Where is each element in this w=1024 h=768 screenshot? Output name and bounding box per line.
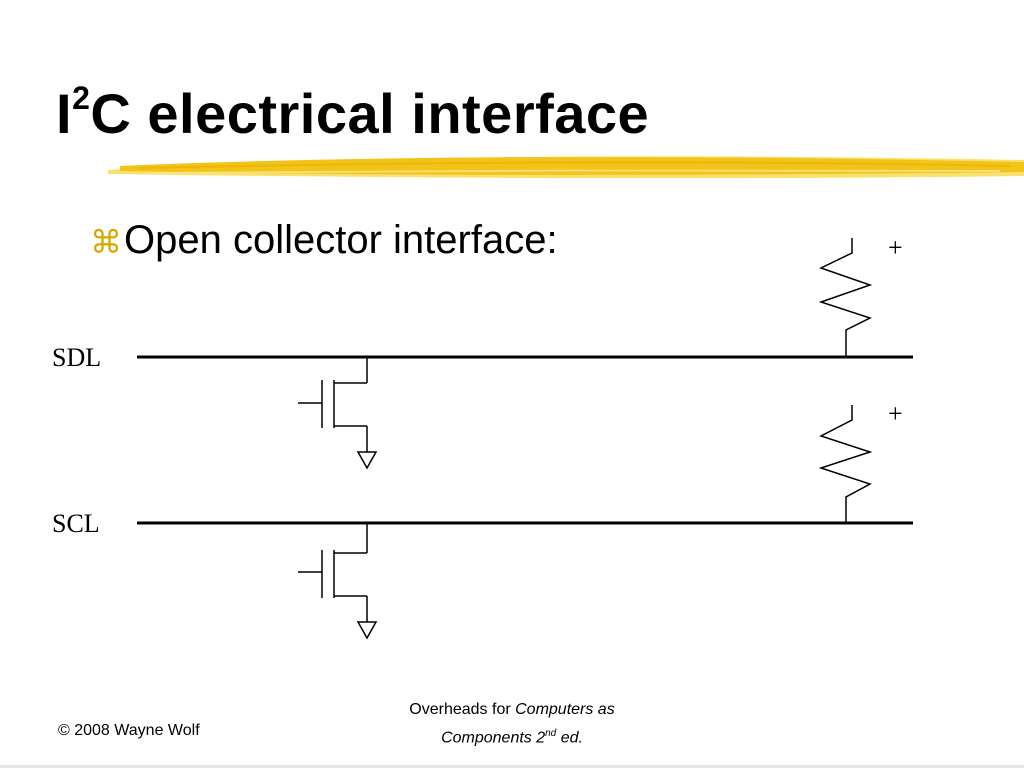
bullet-text: Open collector interface:	[124, 218, 558, 262]
footer-book-title-line1: Computers as	[515, 701, 615, 718]
footer-edition-suffix: ed.	[556, 729, 583, 747]
footer-book-credit: Overheads for Computers as Components 2n…	[352, 698, 672, 750]
scl-transistor	[298, 523, 378, 640]
title-prefix: I	[56, 82, 73, 145]
scl-pullup-resistor	[818, 405, 873, 522]
slide-title: I2C electrical interface	[56, 78, 649, 158]
title-superscript: 2	[72, 80, 91, 116]
sdl-label: SDL	[52, 343, 101, 372]
footer-overheads-prefix: Overheads for	[409, 701, 516, 718]
footer-edition-sup: nd	[545, 728, 557, 739]
scl-label: SCL	[52, 509, 100, 538]
sdl-transistor	[298, 357, 378, 470]
title-underline-brush	[108, 156, 1024, 179]
bottom-rule	[0, 765, 1024, 768]
command-key-icon: ⌘	[90, 224, 122, 260]
sdl-plus-sign: +	[888, 233, 903, 262]
title-rest: C electrical interface	[90, 82, 650, 145]
footer-book-title-line2: Components 2	[441, 729, 546, 747]
sdl-pullup-resistor	[818, 238, 873, 357]
scl-plus-sign: +	[888, 399, 903, 428]
bullet-item: ⌘Open collector interface:	[90, 214, 558, 268]
footer-copyright: © 2008 Wayne Wolf	[58, 722, 200, 739]
